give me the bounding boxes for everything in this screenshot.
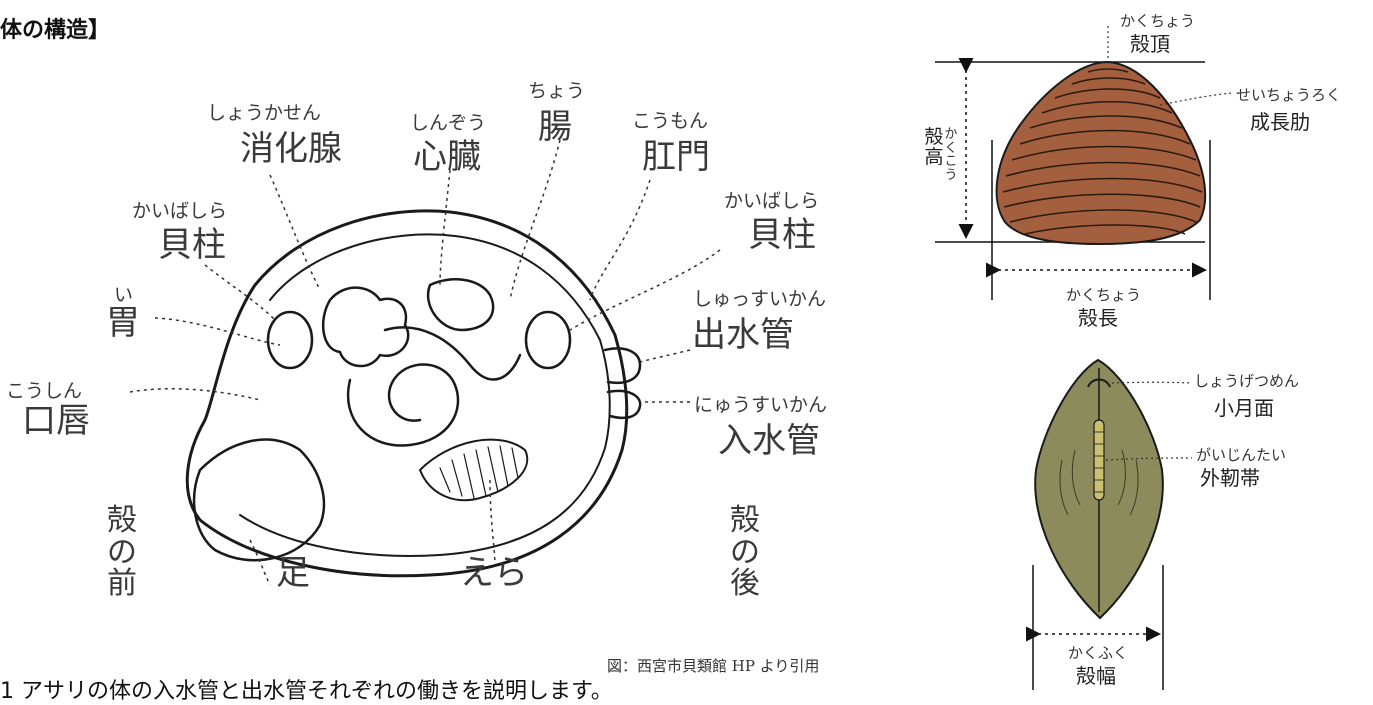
anterior-adductor-label: 貝柱 [158, 225, 226, 265]
section-heading: 体の構造】 [0, 18, 111, 43]
digestive-gland-label: 消化腺 [240, 129, 342, 169]
intestine-ruby: ちょう [528, 80, 586, 102]
posterior-adductor [524, 310, 572, 370]
posterior-adductor-label: 貝柱 [748, 215, 816, 255]
heart-label: 心臓 [413, 137, 481, 177]
shell-length-label: 殻長 [1078, 306, 1118, 330]
lunule-label: 小月面 [1214, 396, 1274, 420]
incurrent-siphon-ruby: にゅうすいかん [694, 394, 828, 416]
heart-ruby: しんぞう [410, 112, 487, 134]
shell-length-ruby: かくちょう [1066, 286, 1142, 304]
shell-front-label: 殻の前 [107, 503, 137, 601]
shell-profile-figure [935, 26, 1233, 300]
gills-label: えら [460, 553, 528, 593]
digestive-gland-shape [322, 286, 410, 368]
shell-width-ruby: かくふく [1068, 644, 1129, 662]
excurrent-siphon-label: 出水管 [692, 315, 794, 355]
growth-rib-label: 成長肋 [1250, 110, 1310, 134]
figure-citation: 図：西宮市貝類館 HP より引用 [607, 657, 820, 675]
growth-rib-ruby: せいちょうろく [1236, 86, 1342, 104]
foot-label: 足 [276, 553, 310, 593]
anus-label: 肛門 [642, 137, 710, 177]
anterior-adductor [266, 310, 314, 370]
ligament-ruby: がいじんたい [1196, 446, 1287, 464]
shell-width-label: 殻幅 [1076, 664, 1116, 688]
gills-shape [419, 438, 529, 502]
intestine-shape [346, 363, 460, 447]
incurrent-siphon-shape [606, 389, 642, 420]
excurrent-siphon-ruby: しゅっすいかん [693, 288, 827, 310]
anatomy-leader-lines [129, 139, 721, 586]
lips-label: 口唇 [22, 401, 90, 441]
incurrent-siphon-label: 入水管 [718, 421, 820, 461]
foot-shape [192, 438, 326, 562]
lunule-ruby: しょうげつめん [1194, 372, 1300, 390]
body-text-line: 1 アサリの体の入水管と出水管それぞれの働きを説明します。 [0, 679, 613, 704]
clam-anatomy-illustration [185, 209, 642, 578]
shell-topview-figure [1026, 358, 1193, 690]
shell-height-ruby: かくこう [944, 127, 958, 183]
intestine-label: 腸 [538, 107, 572, 147]
shell-height-label: 殻高 [924, 126, 944, 168]
stomach-label: 胃 [106, 303, 140, 343]
umbo-ruby: かくちょう [1120, 12, 1196, 30]
heart-shape [427, 278, 495, 332]
lips-ruby: こうしん [6, 380, 83, 402]
posterior-adductor-ruby: かいばしら [724, 190, 820, 212]
umbo-label: 殻頂 [1130, 32, 1170, 56]
anus-ruby: こうもん [632, 110, 709, 132]
anterior-adductor-ruby: かいばしら [132, 200, 228, 222]
stomach-ruby: い [114, 284, 134, 306]
digestive-gland-ruby: しょうかせん [207, 102, 322, 124]
ligament-label: 外靭帯 [1200, 466, 1260, 490]
mantle-line [239, 233, 611, 557]
clam-shell-outline [185, 209, 629, 578]
excurrent-siphon-shape [603, 347, 642, 384]
shell-back-label: 殻の後 [730, 503, 760, 601]
